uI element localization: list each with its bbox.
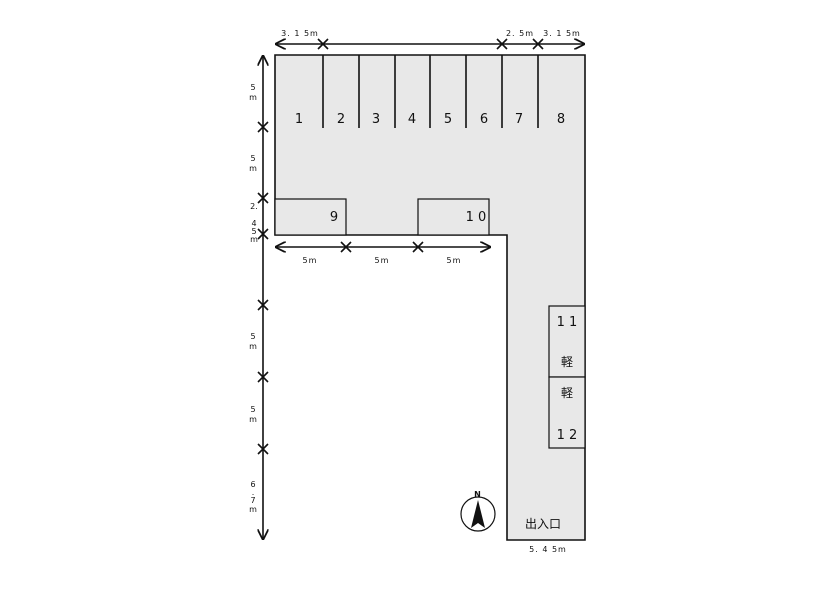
stall-12-box (548, 376, 586, 449)
stall-11-type: 軽 (561, 355, 573, 369)
dim-char: m (249, 164, 257, 173)
compass-label: N (474, 490, 482, 499)
dimension-cross-mark (257, 299, 269, 311)
entrance-label: 出入口 (525, 517, 561, 531)
dim-char: 5 (250, 154, 255, 163)
dimension-cross-mark (496, 38, 508, 50)
top-stall-numbers: 1 2 3 4 5 6 7 8 (295, 112, 565, 127)
north-arrow-icon: N (460, 490, 496, 532)
stall-number-8: 8 (557, 112, 565, 127)
left-dim-label-3: 2. 4 5 m (250, 202, 258, 244)
dimension-cross-mark (340, 241, 352, 253)
dim-char: 5 (251, 227, 256, 236)
dim-char: 7 (250, 496, 255, 505)
dim-label-top-left: 3. 1 5m (281, 29, 319, 38)
dim-label-middle-2: 5m (375, 256, 390, 265)
stall-number-9: 9 (330, 210, 338, 225)
dimension-cross-mark (317, 38, 329, 50)
dim-char: m (249, 505, 257, 514)
dim-char: m (249, 342, 257, 351)
dimension-cross-mark (257, 228, 269, 240)
stall-12-type: 軽 (561, 386, 573, 400)
stall-number-10: 1 0 (466, 210, 487, 225)
dim-label-bottom-width: 5. 4 5m (529, 545, 567, 554)
stall-number-6: 6 (480, 112, 488, 127)
dim-char: 5 (250, 83, 255, 92)
stall-number-3: 3 (372, 112, 380, 127)
dim-char: 6 (250, 480, 255, 489)
right-stalls: 1 1 軽 軽 1 2 (548, 305, 586, 449)
dimension-cross-mark (257, 121, 269, 133)
dim-label-middle-1: 5m (303, 256, 318, 265)
stall-number-11: 1 1 (557, 315, 578, 330)
dim-char: 2. (250, 202, 258, 211)
stall-number-1: 1 (295, 112, 303, 127)
left-dim-label-1: 5 m (249, 83, 257, 102)
dimension-cross-mark (532, 38, 544, 50)
dim-char: m (249, 415, 257, 424)
stall-11-box (548, 305, 586, 378)
left-dimension (258, 56, 268, 539)
stall-9-box (274, 198, 347, 236)
stall-number-12: 1 2 (557, 428, 578, 443)
top-stall-dividers (322, 55, 539, 128)
dim-char: . (252, 488, 255, 497)
dimension-cross-mark (257, 192, 269, 204)
dim-char: 5 (250, 405, 255, 414)
stall-number-2: 2 (337, 112, 345, 127)
dim-char: 5 (250, 332, 255, 341)
top-dimension (276, 39, 584, 49)
stall-10-box (417, 198, 490, 236)
left-dim-label-5: 5 m (249, 405, 257, 424)
stall-number-7: 7 (515, 112, 523, 127)
dim-label-top-right: 3. 1 5m (543, 29, 581, 38)
stall-number-5: 5 (444, 112, 452, 127)
dimension-cross-mark (257, 443, 269, 455)
dimension-cross-mark (257, 371, 269, 383)
compass-needle (471, 500, 485, 528)
dim-char: 4 (251, 219, 256, 228)
left-dim-label-4: 5 m (249, 332, 257, 351)
dim-label-middle-3: 5m (447, 256, 462, 265)
dimension-cross-mark (412, 241, 424, 253)
middle-dimension (276, 242, 490, 252)
left-dim-label-2: 5 m (249, 154, 257, 173)
dim-char: m (250, 235, 258, 244)
stall-number-4: 4 (408, 112, 416, 127)
dim-label-top-mid: 2. 5m (506, 29, 534, 38)
dim-char: m (249, 93, 257, 102)
left-dim-label-6: 6 . 7 m (249, 480, 257, 514)
middle-stalls: 9 1 0 (274, 198, 490, 236)
